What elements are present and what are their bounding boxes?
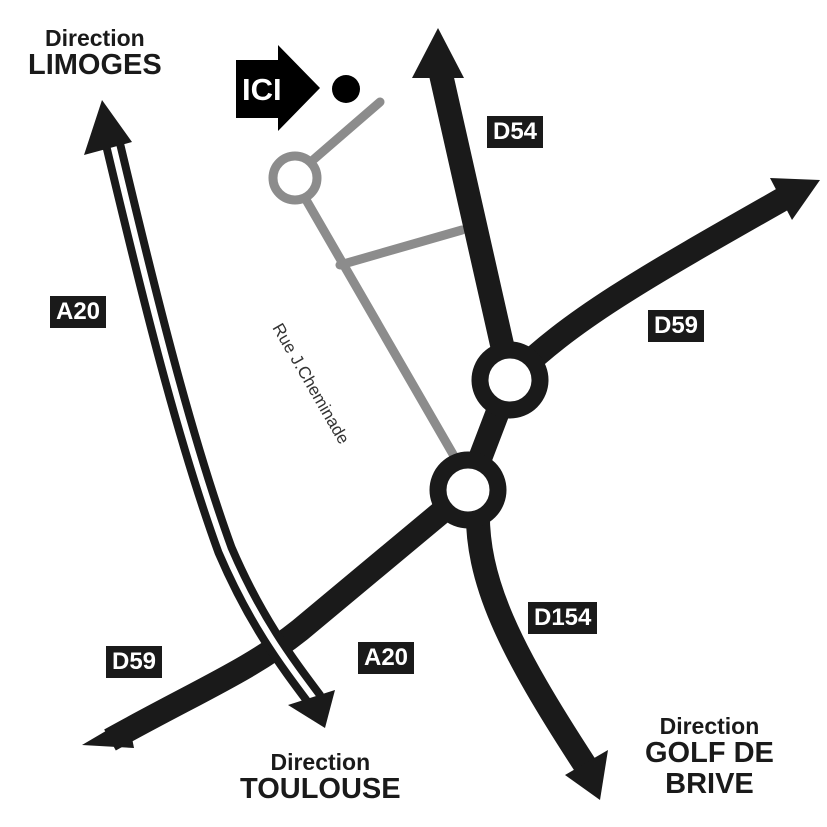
direction-destination: GOLF DE [645,737,774,770]
d59-west [104,480,476,751]
road-label-a20: A20 [358,642,415,674]
direction-text: Direction [270,749,371,775]
main-roads [101,67,796,772]
road-label-d54: D54 [487,116,544,148]
local-roads [268,97,470,480]
ici-label: ICI [242,72,282,107]
road-label-d59: D59 [648,310,705,342]
road-label-d59: D59 [106,646,163,678]
direction-destination: TOULOUSE [240,773,401,806]
roundabout-north [471,341,549,419]
local-roundabout [268,151,322,205]
a20 [101,137,324,707]
arrow-d154 [565,750,608,800]
arrow-a20-north [84,100,132,155]
arrow-d54 [412,28,464,78]
road-label-a20: A20 [50,296,107,328]
arrow-a20-south [288,690,335,728]
road-label-d154: D154 [528,602,598,634]
arrow-d59-west [82,718,134,748]
arrow-d59-east [770,178,820,220]
arrowheads [82,28,820,800]
a20-center [109,139,318,702]
direction-destination: LIMOGES [28,49,162,82]
roundabout-south [429,451,507,529]
d59-east [501,184,796,389]
direction-limoges: Direction LIMOGES [28,26,162,81]
connector-road [335,225,467,270]
direction-text: Direction [659,713,760,739]
direction-toulouse: Direction TOULOUSE [240,750,401,805]
rue-cheminade [300,193,470,480]
access-road [308,97,385,165]
location-dot [332,75,360,103]
direction-destination: BRIVE [665,767,754,800]
direction-golf-de-brive: Direction GOLF DE BRIVE [645,714,774,799]
direction-text: Direction [45,25,145,51]
ici-arrow-icon [236,45,320,131]
d154 [465,504,596,772]
